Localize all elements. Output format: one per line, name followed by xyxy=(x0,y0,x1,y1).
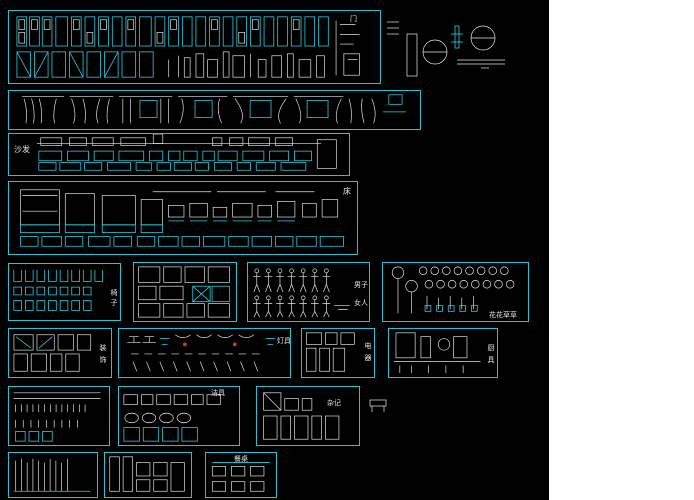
figures-label-bottom: 女人 xyxy=(354,299,368,307)
panel-tableware[interactable] xyxy=(8,386,110,446)
kitchen-label-top: 厨 xyxy=(487,344,495,352)
panel-decor[interactable]: 装 饰 xyxy=(8,328,112,378)
small-table-icon xyxy=(369,399,387,412)
door-elevations-drawing xyxy=(16,16,360,78)
decor-drawing xyxy=(13,334,92,372)
curtains-drawing xyxy=(22,94,406,124)
cabinets-drawing xyxy=(109,456,185,492)
appliances-drawing xyxy=(305,332,355,372)
bottles-drawing xyxy=(13,458,91,492)
panel-kitchen[interactable]: 厨 具 xyxy=(388,328,498,378)
decor-label-top: 装 xyxy=(99,344,107,352)
panel-doors-windows[interactable]: 门 xyxy=(8,10,381,84)
panel-sanitary[interactable]: 洁具 xyxy=(118,386,240,446)
decor-label-bottom: 饰 xyxy=(99,356,107,364)
bed-drawing xyxy=(20,189,344,247)
blank-margin xyxy=(549,0,694,500)
sofa-label: 沙发 xyxy=(14,145,30,154)
panel-sofa[interactable]: 沙发 xyxy=(8,133,350,176)
panel-figures[interactable]: 男子 女人 xyxy=(247,262,370,322)
dining-label: 餐桌 xyxy=(234,455,248,463)
door-detail-drawing xyxy=(387,21,505,77)
panel-dining[interactable]: 餐桌 xyxy=(205,452,277,498)
appliances-label-top: 电 xyxy=(364,342,372,350)
panel-curtains[interactable] xyxy=(8,90,421,130)
dining-drawing xyxy=(211,462,270,492)
lamps-label: 灯具 xyxy=(277,337,291,345)
kitchen-label-bottom: 具 xyxy=(487,356,495,364)
chair-label-bottom: 子 xyxy=(110,299,118,307)
sofa-drawing xyxy=(36,134,337,171)
panel-cabinets[interactable] xyxy=(104,452,192,498)
bedroom-decor-drawing xyxy=(138,266,230,318)
chair-drawing xyxy=(13,269,104,311)
plants-drawing xyxy=(391,266,515,314)
sanitary-drawing xyxy=(123,394,221,442)
panel-misc[interactable]: 杂记 xyxy=(256,386,360,446)
panel-bedroom-decor[interactable] xyxy=(133,262,237,322)
lamps-drawing xyxy=(127,334,276,372)
bed-label: 床 xyxy=(343,187,351,196)
panel-bed[interactable]: 床 xyxy=(8,181,358,255)
misc-drawing xyxy=(263,392,340,440)
appliances-label-bottom: 器 xyxy=(364,354,372,362)
kitchen-drawing xyxy=(394,332,481,374)
panel-lamps[interactable]: 灯具 xyxy=(118,328,291,378)
figures-drawing xyxy=(252,268,350,318)
sanitary-label: 洁具 xyxy=(211,389,225,397)
tableware-drawing xyxy=(13,392,101,442)
chair-label-top: 椅 xyxy=(110,289,118,297)
cad-drawing-canvas[interactable]: 门 xyxy=(0,0,549,500)
misc-label: 杂记 xyxy=(327,399,341,407)
figures-label-top: 男子 xyxy=(354,281,368,289)
plants-label: 花花草草 xyxy=(489,311,517,319)
panel-appliances[interactable]: 电 器 xyxy=(301,328,375,378)
doors-label: 门 xyxy=(350,15,357,23)
panel-chair[interactable]: 椅 子 xyxy=(8,263,121,321)
panel-plants[interactable]: 花花草草 xyxy=(382,262,529,322)
panel-bottles[interactable] xyxy=(8,452,98,498)
